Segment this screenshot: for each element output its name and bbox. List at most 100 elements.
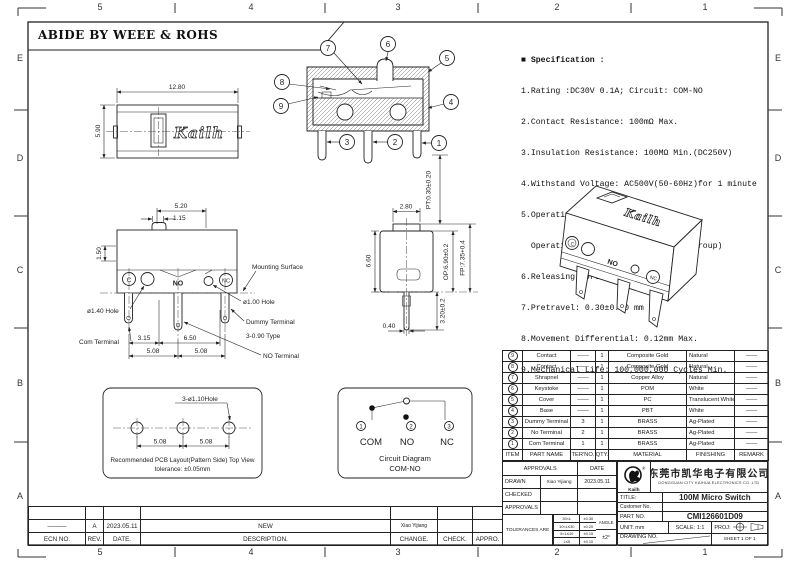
approvals-name bbox=[540, 502, 579, 515]
kailh-logo: Kailh bbox=[618, 462, 651, 493]
mark-com: C bbox=[127, 277, 132, 284]
bom-qty: 1 bbox=[596, 417, 609, 428]
scale-cell: SCALE: 1:1 bbox=[668, 522, 713, 534]
bom-header: MATERIAL bbox=[609, 450, 687, 461]
dim-top-width: 12.80 bbox=[169, 84, 186, 91]
bom-item: 8 bbox=[503, 362, 523, 373]
balloon-3: 3 bbox=[345, 138, 350, 147]
rev-rev: A bbox=[86, 520, 104, 533]
top-view: Kailh 12.80 5.90 bbox=[95, 84, 250, 159]
zone-col-label: 1 bbox=[702, 547, 708, 557]
zone-row-label: A bbox=[16, 491, 23, 501]
rev-cell bbox=[391, 507, 438, 520]
zone-row-label: E bbox=[774, 53, 781, 63]
balloon-2: 2 bbox=[393, 138, 398, 147]
bom-terno: 3 bbox=[571, 417, 596, 428]
bom-qty: 1 bbox=[596, 362, 609, 373]
drawing-no-cell: DRAWING NO. bbox=[618, 534, 713, 546]
rev-header: ECN NO. bbox=[29, 533, 86, 546]
specification-block: ■ Specification : 1.Rating :DC30V 0.1A; … bbox=[521, 35, 757, 396]
bom-item: 6 bbox=[503, 384, 523, 395]
bom-item: 5 bbox=[503, 395, 523, 406]
circuit-pin-3: 3 bbox=[447, 424, 451, 430]
rev-cell bbox=[29, 507, 86, 520]
tol-range: 10<L≤30 bbox=[553, 522, 580, 531]
spec-line: 5.Operation Force: 60±10gf bbox=[521, 211, 649, 221]
label-hole-140: ø1.40 Hole bbox=[87, 308, 119, 315]
bom-remark: —— bbox=[735, 384, 769, 395]
zone-row-label: C bbox=[16, 265, 24, 275]
bom-part: Dummy Terminal bbox=[523, 417, 571, 428]
dim-040: 0.40 bbox=[383, 323, 396, 330]
dim-320: 3.20±0.2 bbox=[440, 298, 447, 324]
bom-material: PC bbox=[609, 395, 687, 406]
projection-cell: PROJ: bbox=[712, 522, 768, 534]
bom-header: ITEM bbox=[503, 450, 523, 461]
zone-row-label: B bbox=[16, 378, 23, 388]
bom-item: 1 bbox=[503, 439, 523, 450]
circuit-diagram: 1 2 3 COM NO NC Circuit Diagram COM-NO bbox=[337, 387, 473, 479]
balloon-4: 4 bbox=[449, 98, 454, 107]
bom-material: Composite Gold bbox=[609, 351, 687, 362]
zone-col-label: 2 bbox=[554, 547, 560, 557]
front-view: C NO NC 5.20 1.15 1.50 3 bbox=[79, 203, 303, 360]
bom-item: 9 bbox=[503, 351, 523, 362]
bom-finishing: Natural bbox=[687, 351, 735, 362]
mark-nc: NC bbox=[222, 278, 230, 284]
bom-finishing: Natural bbox=[687, 373, 735, 384]
circuit-pin-1: 1 bbox=[359, 424, 363, 430]
bom-item: 4 bbox=[503, 406, 523, 417]
bom-material: Copper Alloy bbox=[609, 373, 687, 384]
bom-remark: —— bbox=[735, 351, 769, 362]
rev-header: CHANGE. bbox=[391, 533, 438, 546]
rev-cell bbox=[438, 507, 473, 520]
bom-material: PBT bbox=[609, 406, 687, 417]
bom-item: 3 bbox=[503, 417, 523, 428]
spec-line: 7.Pretravel: 0.30±0.20 mm bbox=[521, 303, 644, 313]
zone-row-label: A bbox=[774, 491, 781, 501]
circuit-nc-label: NC bbox=[440, 437, 454, 448]
spec-line: 6.Releasing Force: 25gf Min. bbox=[521, 272, 659, 282]
mark-no: NO bbox=[173, 281, 184, 288]
revision-table: ——— A 2023.05.11 NEW Xiao Yijiang ECN NO… bbox=[28, 506, 503, 546]
bom-material: BRASS bbox=[609, 428, 687, 439]
bom-terno: —— bbox=[571, 395, 596, 406]
tol-val: ±0.10 bbox=[579, 538, 597, 546]
bom-finishing: White bbox=[687, 384, 735, 395]
specification-title: ■ Specification : bbox=[521, 55, 605, 65]
bom-part: Contact bbox=[523, 362, 571, 373]
pcb-dim-2: 5.08 bbox=[200, 439, 213, 446]
rev-header: DESCRIPTION. bbox=[141, 533, 391, 546]
tol-range: L≤5 bbox=[553, 538, 580, 546]
rev-header: REV. bbox=[86, 533, 104, 546]
spec-line: Operation Force Binning (5gf per group) bbox=[521, 241, 723, 251]
bom-material: BRASS bbox=[609, 417, 687, 428]
bom-remark: —— bbox=[735, 395, 769, 406]
rev-desc: NEW bbox=[141, 520, 391, 533]
bom-finishing: Natural bbox=[687, 362, 735, 373]
bom-finishing: Ag-Plated bbox=[687, 417, 735, 428]
checked-label: CHECKED bbox=[503, 489, 541, 502]
zone-row-label: E bbox=[16, 53, 23, 63]
bom-terno: —— bbox=[571, 406, 596, 417]
rev-cell bbox=[141, 507, 391, 520]
label-090-type: 3-0.90 Type bbox=[246, 333, 281, 340]
zone-col-label: 4 bbox=[248, 547, 254, 557]
dim-115: 1.15 bbox=[173, 215, 186, 222]
unit-cell: UNIT: mm bbox=[618, 522, 669, 534]
drawn-date: 2023.05.11 bbox=[578, 476, 617, 489]
bom-part: Cover bbox=[523, 395, 571, 406]
balloon-8: 8 bbox=[280, 78, 285, 87]
label-dummy-terminal: Dummy Terminal bbox=[246, 319, 295, 326]
tolerance-table: 30<L ±0.30 10<L≤30 ±0.20 5<L≤10 ±0.15 L≤… bbox=[553, 515, 597, 546]
pcb-caption-2: tolerance: ±0.05mm bbox=[155, 466, 211, 473]
approvals-block: APPROVALS DATE DRAWN Xiao Yijiang 2023.0… bbox=[502, 461, 617, 546]
tol-val: ±0.15 bbox=[579, 530, 597, 539]
company-name-cn: 东莞市凯华电子有限公司 bbox=[650, 469, 768, 480]
bom-part: Com Terminal bbox=[523, 439, 571, 450]
rev-date: 2023.05.11 bbox=[104, 520, 141, 533]
bom-part: No Terminal bbox=[523, 428, 571, 439]
bom-terno: —— bbox=[571, 384, 596, 395]
circuit-caption-2: COM-NO bbox=[389, 464, 420, 473]
